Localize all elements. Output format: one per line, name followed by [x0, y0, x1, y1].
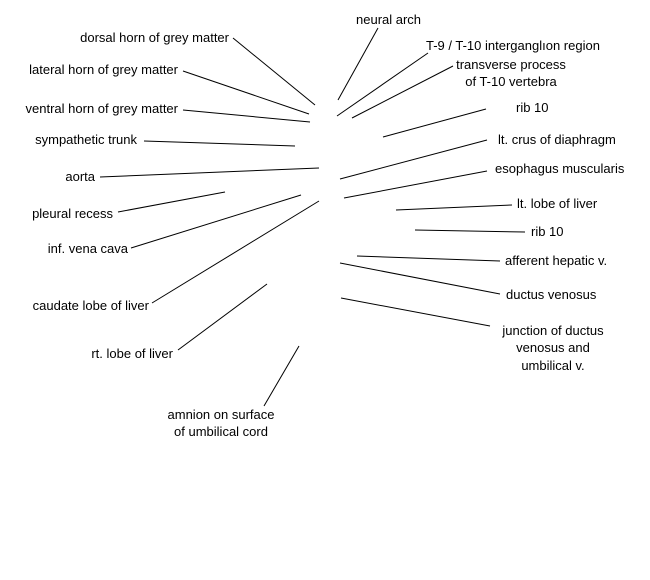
label-aorta: aorta	[65, 169, 95, 184]
leader-junction	[340, 297, 491, 327]
leader-rt-lobe-liver	[177, 283, 268, 351]
label-junction-3: umbilical v.	[521, 358, 584, 373]
label-junction-2: venosus and	[516, 340, 590, 355]
label-pleural-recess: pleural recess	[32, 206, 113, 221]
label-afferent-hepatic: afferent hepatic v.	[505, 253, 607, 268]
label-ductus-venosus: ductus venosus	[506, 287, 597, 302]
leader-inf-vena-cava	[130, 194, 302, 249]
label-amnion-2: of umbilical cord	[174, 424, 268, 439]
leader-lt-lobe-liver	[395, 204, 513, 211]
leader-rib10-upper	[382, 108, 487, 138]
leader-rib10-lower	[414, 229, 526, 233]
leader-neural-arch	[337, 27, 379, 101]
leader-aorta	[99, 167, 320, 178]
labels: neural arch dorsal horn of grey matter T…	[26, 12, 625, 439]
label-inf-vena-cava: inf. vena cava	[48, 241, 129, 256]
leader-ductus-venosus	[339, 262, 501, 295]
leader-sympathetic-trunk	[143, 140, 296, 147]
leader-lateral-horn	[182, 70, 310, 115]
label-rib10-upper: rib 10	[516, 100, 549, 115]
label-lt-crus: lt. crus of diaphragm	[498, 132, 616, 147]
label-lateral-horn: lateral horn of grey matter	[29, 62, 179, 77]
leader-ventral-horn	[182, 109, 311, 123]
label-junction-1: junction of ductus	[501, 323, 604, 338]
leader-afferent-hepatic	[356, 255, 501, 262]
leader-lines	[99, 27, 526, 407]
leader-transverse-process	[351, 65, 454, 119]
label-rt-lobe-liver: rt. lobe of liver	[91, 346, 173, 361]
label-ventral-horn: ventral horn of grey matter	[26, 101, 179, 116]
leader-amnion	[263, 345, 300, 407]
label-t9-t10: T-9 / T-10 interganglıon region	[426, 38, 600, 53]
label-lt-lobe-liver: lt. lobe of liver	[517, 196, 598, 211]
label-transverse-process-1: transverse process	[456, 57, 566, 72]
leader-pleural-recess	[117, 191, 226, 213]
label-amnion-1: amnion on surface	[168, 407, 275, 422]
label-sympathetic-trunk: sympathetic trunk	[35, 132, 137, 147]
label-rib10-lower: rib 10	[531, 224, 564, 239]
label-transverse-process-2: of T-10 vertebra	[465, 74, 557, 89]
label-neural-arch: neural arch	[356, 12, 421, 27]
label-caudate-lobe: caudate lobe of liver	[33, 298, 150, 313]
label-dorsal-horn: dorsal horn of grey matter	[80, 30, 230, 45]
leader-t9-t10	[336, 52, 429, 117]
label-esophagus: esophagus muscularis	[495, 161, 625, 176]
leader-caudate-lobe	[151, 200, 320, 304]
leader-esophagus	[343, 170, 488, 199]
leader-dorsal-horn	[232, 37, 316, 106]
leader-lt-crus	[339, 139, 488, 180]
